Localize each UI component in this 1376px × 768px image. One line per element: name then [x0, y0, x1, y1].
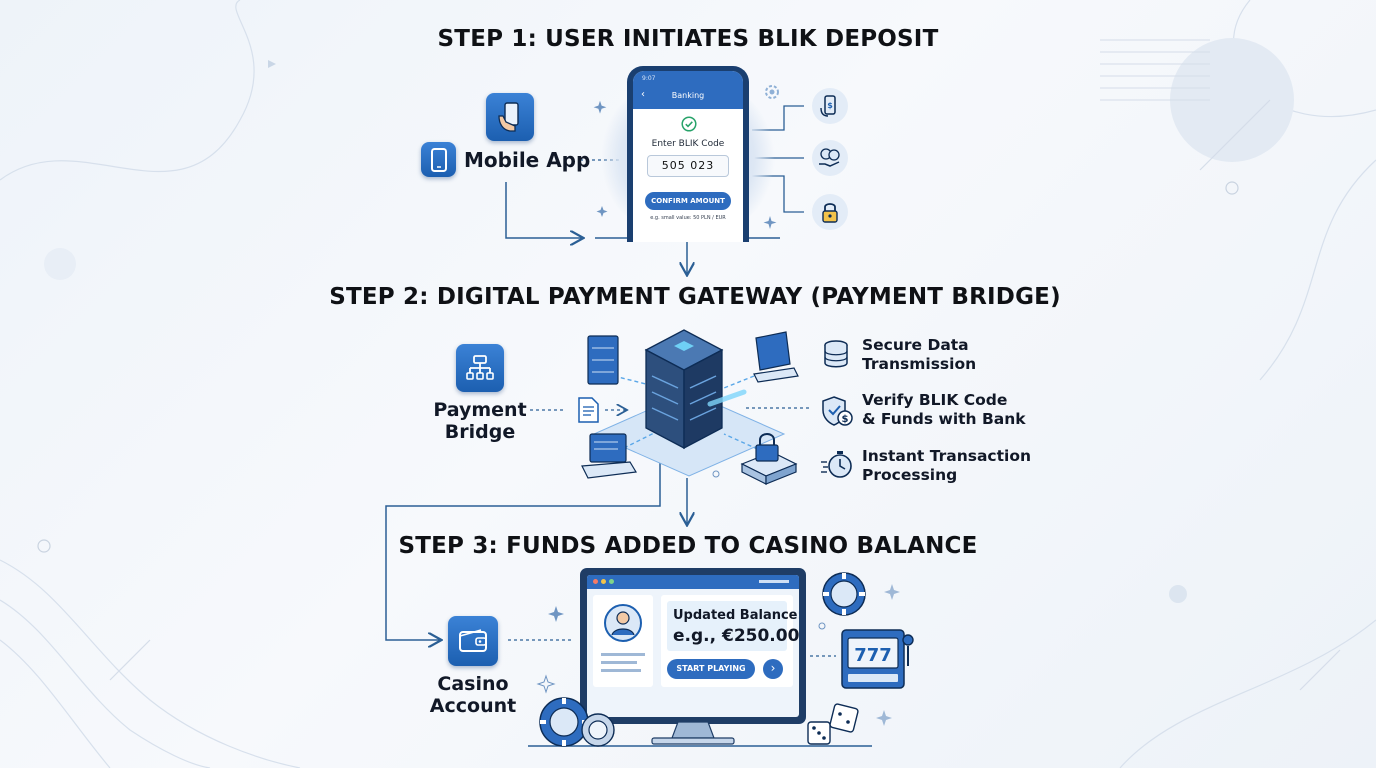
server-main — [644, 329, 724, 450]
phone-header-title: Banking — [671, 91, 705, 100]
feature-secure-data-line2: Transmission — [862, 355, 977, 373]
payment-bridge-label-line2: Bridge — [444, 421, 516, 443]
browser-bar — [587, 575, 799, 589]
casino-account-label: Casino Account — [424, 673, 522, 717]
phone-status-time: 9:07 — [642, 75, 656, 82]
gateway-server-illustration — [581, 329, 799, 485]
dice-icon — [807, 703, 859, 745]
step3-title: STEP 3: FUNDS ADDED TO CASINO BALANCE — [398, 533, 978, 559]
side-icon-lock — [812, 194, 848, 230]
feature-instant-processing: Instant Transaction Processing — [862, 447, 1031, 485]
payment-bridge-label-line1: Payment — [433, 399, 527, 421]
hand-phone-icon — [498, 102, 519, 132]
check-circle-icon — [681, 116, 697, 132]
stopwatch-icon — [821, 451, 852, 478]
database-icon — [824, 340, 848, 368]
casino-account-label-line2: Account — [429, 695, 517, 717]
mobile-app-large-icon — [486, 93, 534, 141]
document-icon — [578, 397, 599, 423]
shield-coin-icon: $ — [822, 396, 853, 426]
avatar — [604, 604, 642, 642]
feature-instant-line2: Processing — [862, 466, 958, 484]
mobile-app-small-icon — [421, 142, 456, 177]
casino-monitor: Updated Balance: e.g., €250.00 START PLA… — [580, 568, 806, 724]
lock-device-right — [740, 433, 798, 485]
phone-status-bar: 9:07 ‹ Banking — [633, 71, 743, 109]
blik-code-field[interactable]: 505 023 — [647, 155, 729, 177]
svg-text:$: $ — [842, 414, 849, 425]
chip-stack-icon — [539, 697, 615, 747]
payment-bridge-label: Payment Bridge — [430, 399, 530, 443]
next-arrow-button[interactable]: › — [763, 659, 783, 679]
step1-title: STEP 1: USER INITIATES BLIK DEPOSIT — [437, 26, 939, 52]
phone-icon — [430, 147, 447, 172]
confirm-amount-button[interactable]: CONFIRM AMOUNT — [645, 192, 731, 210]
feature-secure-data-line1: Secure Data — [862, 336, 969, 354]
casino-account-label-line1: Casino — [437, 673, 509, 695]
step2-title: STEP 2: DIGITAL PAYMENT GATEWAY (PAYMENT… — [329, 284, 1061, 310]
balance-box: Updated Balance: e.g., €250.00 — [667, 601, 799, 651]
lock-icon — [822, 203, 838, 223]
phone-mockup: 9:07 ‹ Banking Enter BLIK Code 505 023 C… — [627, 66, 749, 242]
balance-value: e.g., €250.00 — [673, 626, 799, 646]
slot-reels-text: 777 — [854, 645, 892, 666]
workstation-left — [581, 433, 637, 479]
wallet-icon — [459, 629, 487, 652]
amount-note: e.g. small value: 50 PLN / EUR — [650, 215, 726, 221]
phone-payment-icon: $ — [820, 95, 836, 117]
monitor-stand — [651, 722, 735, 745]
feature-instant-line1: Instant Transaction — [862, 447, 1032, 465]
casino-account-icon-tile — [448, 616, 498, 666]
blik-prompt: Enter BLIK Code — [651, 139, 725, 149]
feature-secure-data: Secure Data Transmission — [862, 336, 976, 374]
svg-text:$: $ — [827, 101, 833, 110]
mobile-app-label: Mobile App — [464, 148, 591, 172]
balance-label: Updated Balance: — [673, 608, 799, 623]
coins-hand-icon — [819, 148, 840, 167]
profile-panel — [593, 595, 653, 687]
feature-verify-blik-line2: & Funds with Bank — [862, 410, 1026, 428]
side-icon-coins-hand — [812, 140, 848, 176]
network-icon — [466, 355, 494, 380]
feature-verify-blik: Verify BLIK Code & Funds with Bank — [862, 391, 1026, 429]
feature-list: Secure Data Transmission $ Verify BLIK C… — [820, 336, 1060, 486]
slot-machine-icon: 777 — [841, 629, 914, 689]
balance-card: Updated Balance: e.g., €250.00 START PLA… — [661, 595, 799, 687]
side-icon-phone-payment: $ — [812, 88, 848, 124]
phone-back-icon[interactable]: ‹ — [641, 89, 645, 100]
feature-verify-blik-line1: Verify BLIK Code — [862, 391, 1008, 409]
poker-chip-icon — [822, 572, 866, 616]
start-playing-button[interactable]: START PLAYING — [667, 659, 755, 679]
laptop-right — [753, 331, 799, 383]
payment-bridge-icon-tile — [456, 344, 504, 392]
server-rack-left — [587, 335, 619, 385]
gear-icon — [765, 85, 779, 99]
